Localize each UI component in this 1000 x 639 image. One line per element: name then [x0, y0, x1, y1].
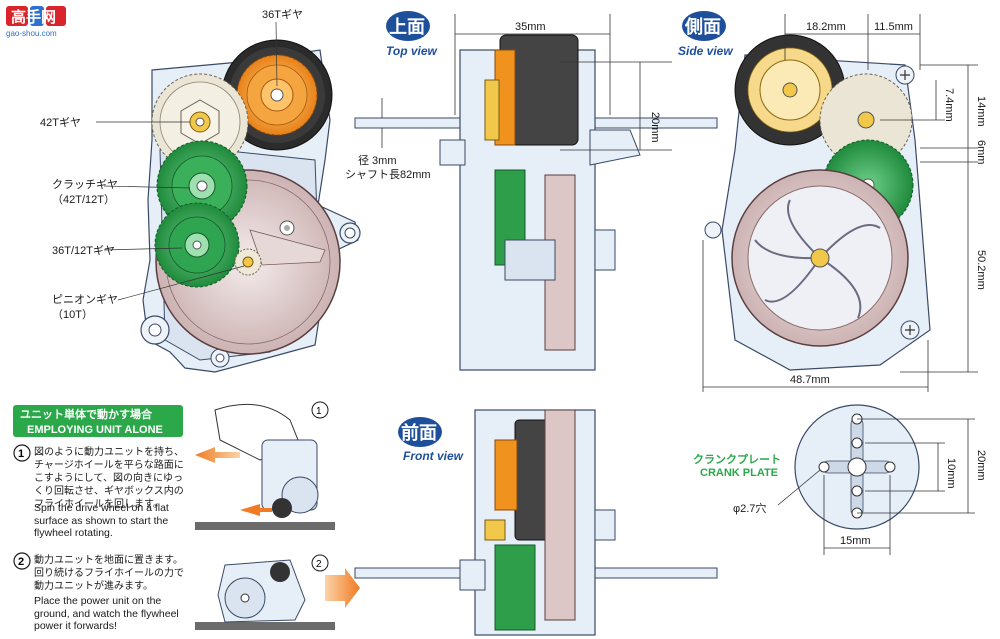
crank-plate-drawing — [777, 404, 975, 555]
dim-plate-h2: 20mm — [975, 450, 987, 481]
dim-side-h1: 14mm — [975, 96, 987, 127]
svg-text:2: 2 — [316, 559, 322, 570]
employing-title-jp: ユニット単体で動かす場合 — [20, 407, 153, 421]
side-view-en: Side view — [678, 44, 733, 58]
label-gear-42t: 42Tギヤ — [40, 116, 81, 129]
side-view-drawing — [704, 34, 931, 371]
dim-side-h3: 6mm — [975, 140, 987, 164]
label-gear-36t: 36Tギヤ — [262, 8, 303, 21]
label-pinion-spec: （10T） — [52, 308, 93, 321]
logo-glyphs: 高手网 — [11, 8, 56, 26]
side-view-badge: 側面 Side view — [678, 11, 733, 58]
dim-side-width: 48.7mm — [790, 374, 830, 386]
step2-en-text: Place the power unit on the ground, and … — [34, 595, 179, 632]
label-clutch-gear: クラッチギヤ — [52, 178, 118, 191]
label-pinion-gear: ピニオンギヤ — [52, 293, 118, 306]
dim-plate-w: 15mm — [840, 535, 871, 547]
label-clutch-spec: （42T/12T） — [52, 193, 115, 206]
svg-text:2: 2 — [18, 556, 24, 568]
front-view-drawing — [354, 409, 718, 636]
logo-url: gao-shou.com — [6, 29, 57, 38]
gear-42t — [151, 73, 249, 171]
step1-en-text: Spin the drive wheel on a flat surface a… — [34, 502, 169, 539]
step1-jp-text: 図のように動力ユニットを持ち、チャージホイールを平らな路面にこすようにして、図の… — [34, 447, 184, 510]
label-shaft-diameter: 径 3mm — [358, 154, 397, 167]
step2-jp-text: 動力ユニットを地面に置きます。回り続けるフライホイールの力で動力ユニットが進みま… — [34, 555, 184, 592]
top-view-jp: 上面 — [389, 17, 425, 38]
front-view-en: Front view — [403, 449, 464, 463]
gearbox-interior-view — [96, 21, 361, 373]
step2-illustration: 2 — [195, 554, 360, 630]
step2-number: 2 — [13, 552, 31, 570]
dim-side-h4: 50.2mm — [975, 250, 987, 290]
side-view-jp: 側面 — [684, 16, 721, 38]
top-view-drawing — [354, 34, 718, 371]
top-view-en: Top view — [386, 44, 438, 58]
label-shaft-length: シャフト長82mm — [345, 168, 431, 181]
employing-title-en: EMPLOYING UNIT ALONE — [27, 424, 163, 436]
dim-top-width: 35mm — [515, 21, 546, 33]
dim-plate-hole: φ2.7穴 — [733, 501, 766, 515]
step1-number: 1 — [13, 444, 31, 462]
crank-plate-jp: クランクプレート — [693, 452, 781, 466]
dim-side-a: 18.2mm — [806, 21, 846, 33]
top-view-badge: 上面 Top view — [386, 11, 438, 58]
watermark-logo: 高手网 gao-shou.com — [6, 6, 66, 38]
label-gear-36t-12t: 36T/12Tギヤ — [52, 244, 115, 257]
svg-text:1: 1 — [316, 406, 322, 417]
dim-top-height: 20mm — [649, 112, 661, 143]
step1-illustration: 1 — [195, 401, 335, 530]
crank-plate-en: CRANK PLATE — [700, 467, 778, 479]
dim-side-h2: 7.4mm — [943, 88, 955, 122]
dim-side-b: 11.5mm — [874, 21, 913, 33]
gear-36t-12t — [154, 202, 240, 288]
front-view-jp: 前面 — [401, 422, 437, 444]
svg-text:1: 1 — [18, 448, 24, 460]
gear-36t — [221, 39, 333, 151]
gear-pinion — [234, 248, 262, 276]
dim-plate-h1: 10mm — [945, 458, 957, 489]
employing-title-box: ユニット単体で動かす場合 EMPLOYING UNIT ALONE — [13, 405, 183, 437]
front-view-badge: 前面 Front view — [398, 417, 464, 463]
